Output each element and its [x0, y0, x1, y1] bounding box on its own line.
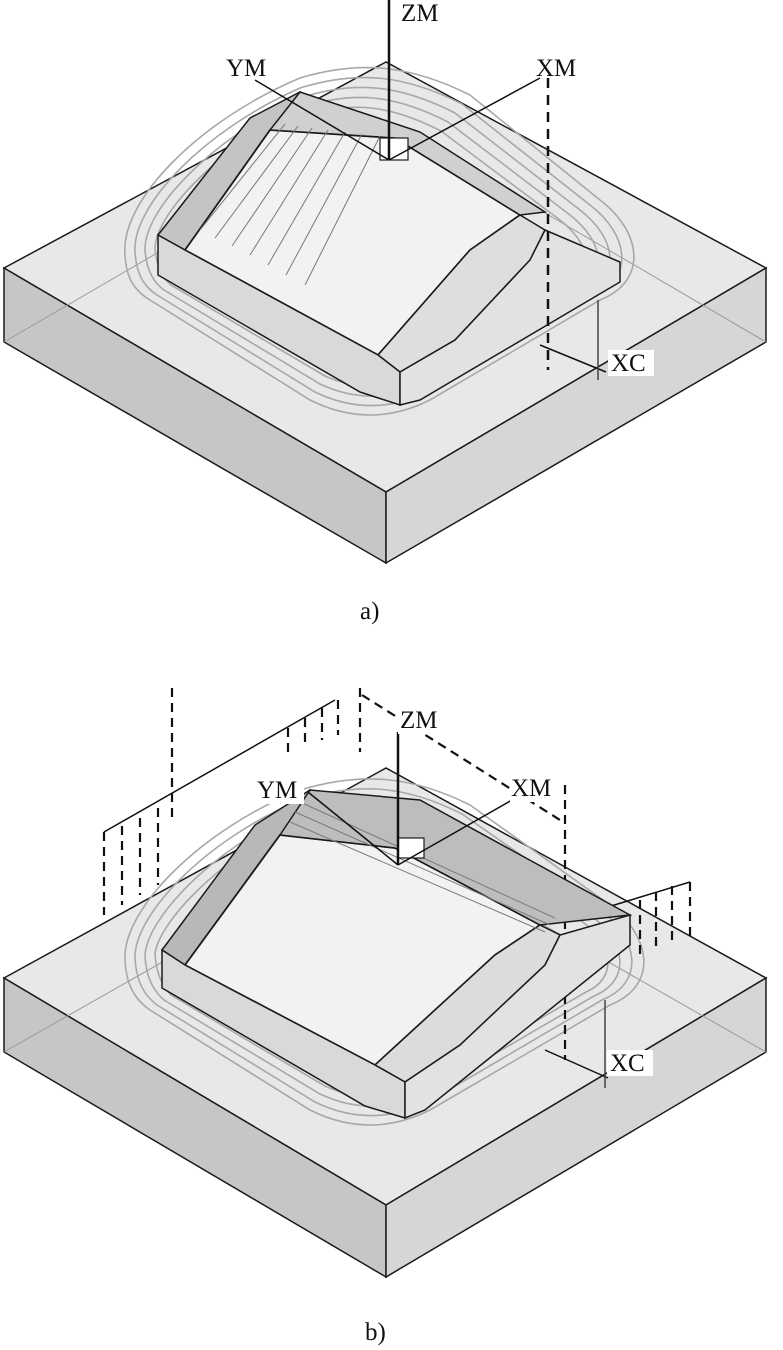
zm-label-bg	[397, 0, 449, 26]
part-body-a	[156, 90, 621, 407]
xc-label-bg	[607, 1050, 653, 1076]
ym-label: YM	[226, 55, 266, 82]
xm-axis-line	[397, 799, 513, 866]
part-body-b	[160, 788, 633, 1120]
figure-b: ZM YM XM XC b)	[2, 688, 768, 1346]
caption-a: a)	[360, 598, 379, 625]
xm-label: XM	[511, 775, 551, 802]
ym-axis-line	[307, 791, 399, 866]
ym-label: YM	[257, 777, 297, 804]
xm-axis-line	[388, 77, 541, 161]
part-right-wall	[404, 914, 631, 1120]
ym-axis-line	[254, 79, 390, 161]
zm-label: ZM	[401, 0, 439, 27]
part-rib-lines	[199, 123, 381, 286]
xc-label: XC	[611, 350, 646, 377]
zm-label-bg	[398, 708, 448, 734]
xm-label-bg	[510, 776, 560, 802]
xc-axis-line	[539, 344, 607, 373]
figure-a: ZM YM XM XC a)	[2, 0, 768, 625]
ym-label-bg	[256, 778, 304, 804]
axes-b	[307, 732, 609, 1088]
zm-label: ZM	[400, 707, 438, 734]
caption-b: b)	[365, 1319, 386, 1346]
xm-label: XM	[536, 55, 576, 82]
origin-marker	[397, 837, 425, 859]
part-right-wall	[399, 229, 621, 406]
part-rib-lines	[289, 801, 556, 933]
xc-label: XC	[610, 1050, 645, 1077]
axes-a	[254, 0, 607, 380]
xc-label-bg	[608, 350, 654, 376]
xc-axis-line	[544, 1049, 609, 1079]
